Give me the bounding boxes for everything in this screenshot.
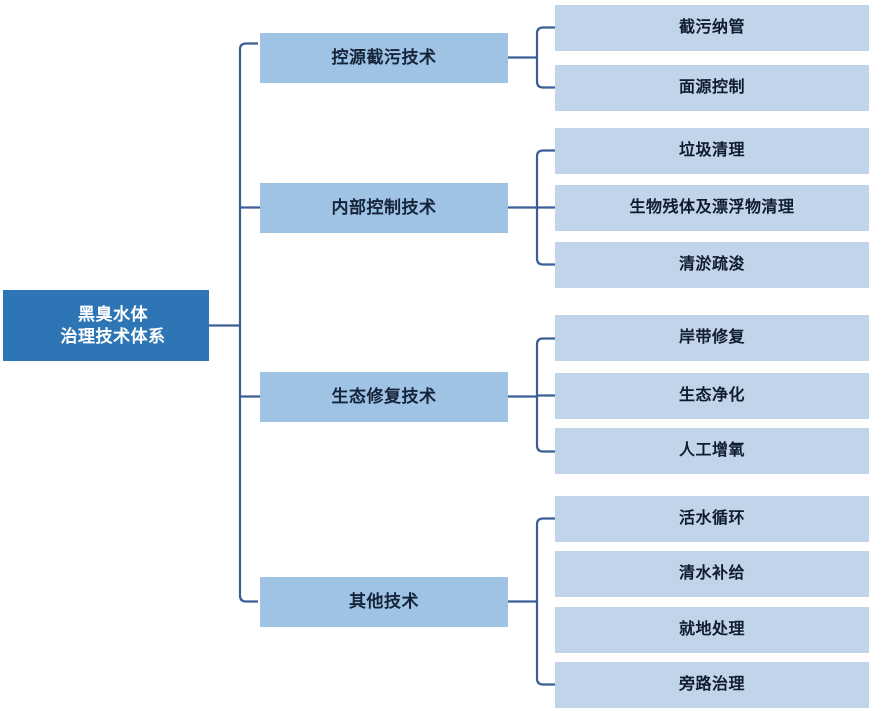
leaf-node-3-3[interactable]: 人工增氧	[555, 428, 869, 474]
leaf-node-1-2[interactable]: 面源控制	[555, 65, 869, 111]
leaf-node-4-3[interactable]: 就地处理	[555, 607, 869, 653]
leaf-node-2-3[interactable]: 清淤疏浚	[555, 242, 869, 288]
group-bracket-4	[535, 517, 555, 686]
group-bracket-3	[535, 337, 555, 453]
branch-node-1[interactable]: 控源截污技术	[260, 33, 508, 83]
branch-node-4[interactable]: 其他技术	[260, 577, 508, 627]
leaf-node-1-1[interactable]: 截污纳管	[555, 5, 869, 51]
group-bracket-2	[535, 149, 555, 266]
leaf-node-3-2[interactable]: 生态净化	[555, 373, 869, 419]
branch-node-2[interactable]: 内部控制技术	[260, 183, 508, 233]
leaf-node-4-1[interactable]: 活水循环	[555, 496, 869, 542]
leaf-node-2-2[interactable]: 生物残体及漂浮物清理	[555, 185, 869, 231]
root-node[interactable]: 黑臭水体 治理技术体系	[3, 290, 209, 361]
leaf-node-3-1[interactable]: 岸带修复	[555, 315, 869, 361]
main-bracket	[238, 42, 258, 603]
group-bracket-1	[535, 26, 555, 89]
branch-node-3[interactable]: 生态修复技术	[260, 372, 508, 422]
leaf-node-4-4[interactable]: 旁路治理	[555, 662, 869, 708]
leaf-node-2-1[interactable]: 垃圾清理	[555, 128, 869, 174]
leaf-node-4-2[interactable]: 清水补给	[555, 551, 869, 597]
